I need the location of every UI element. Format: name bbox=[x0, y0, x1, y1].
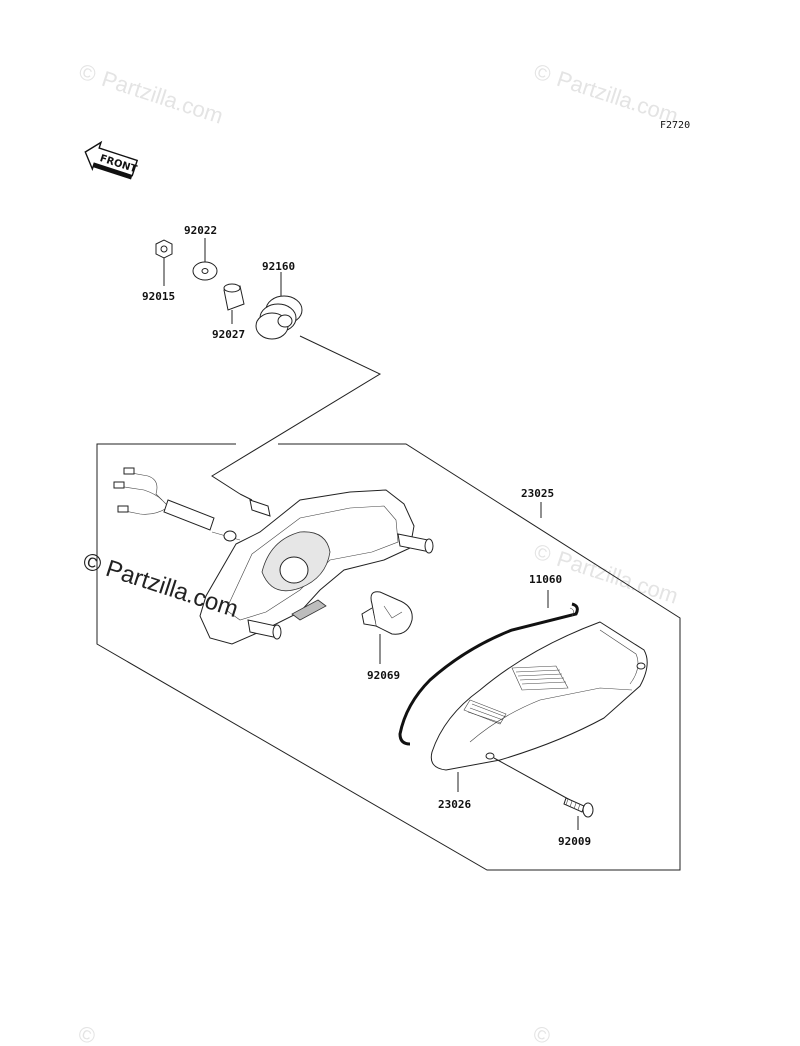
watermark-symbol: © bbox=[531, 539, 554, 568]
assembly-frame bbox=[96, 443, 681, 871]
label-11060: 11060 bbox=[529, 573, 562, 586]
watermark-text: Partzilla.com bbox=[99, 66, 226, 129]
part-92027-collar[interactable] bbox=[223, 283, 245, 324]
figure-code: F2720 bbox=[660, 120, 690, 131]
label-23025: 23025 bbox=[521, 487, 554, 500]
watermark-text: Partzilla.com bbox=[554, 546, 681, 609]
watermark-bottom-right: © bbox=[530, 1020, 553, 1046]
watermark-top-right: © Partzilla.com bbox=[531, 59, 681, 129]
lens-ribs bbox=[463, 665, 569, 725]
watermark-top-left: © Partzilla.com bbox=[76, 59, 226, 129]
watermark-symbol: © bbox=[530, 1020, 553, 1046]
label-92027: 92027 bbox=[212, 328, 245, 341]
label-23026: 23026 bbox=[438, 798, 471, 811]
leader-screw bbox=[493, 757, 571, 801]
label-92069: 92069 bbox=[367, 669, 400, 682]
watermark-symbol: © bbox=[531, 59, 554, 88]
part-92022-washer[interactable] bbox=[192, 238, 218, 281]
watermark-symbol: © bbox=[80, 548, 105, 579]
housing-studs bbox=[239, 493, 434, 640]
label-92009: 92009 bbox=[558, 835, 591, 848]
leader-grommet bbox=[211, 335, 382, 495]
part-92015-nut[interactable] bbox=[155, 239, 173, 286]
front-arrow-icon: FRONT bbox=[84, 140, 138, 180]
watermark-bottom-left: © bbox=[75, 1020, 98, 1046]
part-23025-tail-lamp-housing[interactable] bbox=[113, 467, 542, 645]
label-92160: 92160 bbox=[262, 260, 295, 273]
part-92069-bulb[interactable] bbox=[361, 591, 413, 664]
label-92015: 92015 bbox=[142, 290, 175, 303]
part-11060-gasket[interactable] bbox=[398, 590, 579, 746]
label-92022: 92022 bbox=[184, 224, 217, 237]
watermark-symbol: © bbox=[76, 59, 99, 88]
part-92160-grommet[interactable] bbox=[255, 272, 303, 340]
part-92009-screw[interactable] bbox=[563, 797, 594, 830]
part-23026-lens[interactable] bbox=[430, 621, 648, 792]
watermark-symbol: © bbox=[75, 1020, 98, 1046]
wire-connectors bbox=[113, 467, 241, 542]
